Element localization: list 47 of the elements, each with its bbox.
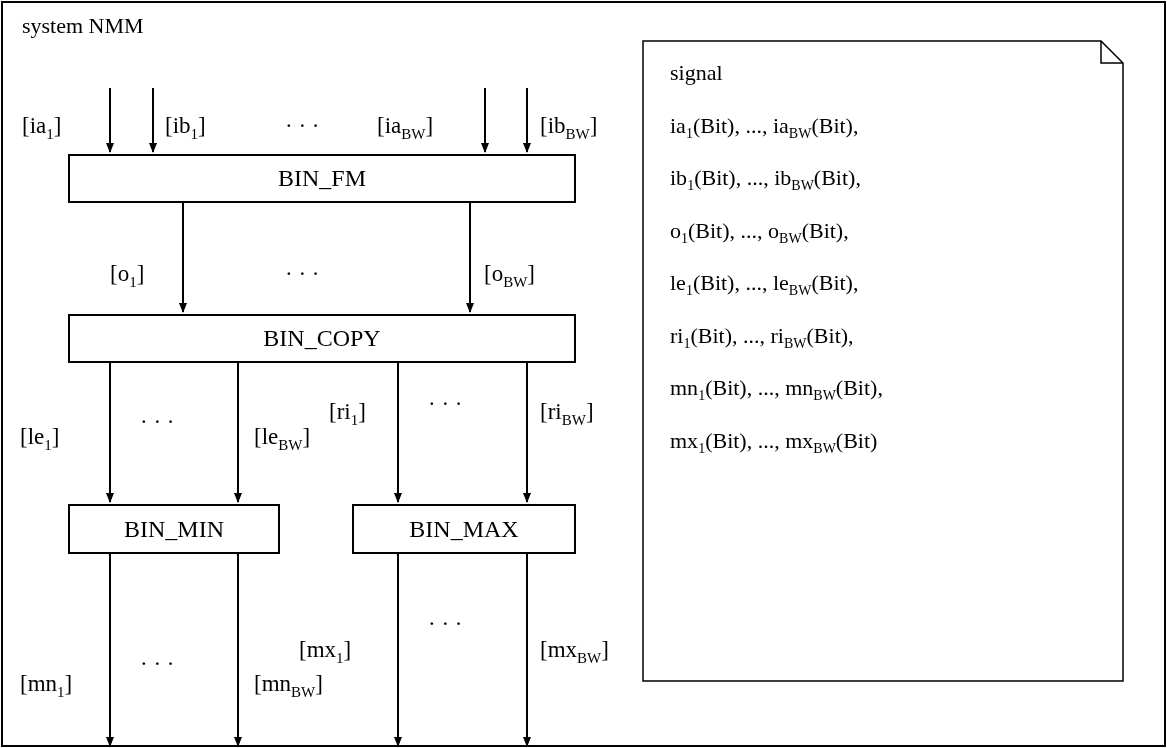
ellipsis: · · ·: [140, 410, 175, 433]
edge-label: [o$_{1}$]: [110, 262, 145, 290]
note-heading: signal: [670, 60, 723, 86]
edge-label: [ib$_{BW}$]: [540, 114, 598, 142]
edge-label: [mn$_{1}$]: [20, 672, 73, 700]
signal-list-line: le$_{1}$(Bit), ..., le$_{BW}$(Bit),: [670, 270, 859, 300]
ellipsis: · · ·: [428, 392, 463, 415]
arrow: [106, 551, 114, 747]
arrow: [106, 360, 114, 503]
process-box: BIN_FM: [68, 154, 576, 203]
edge-label: [le$_{BW}$]: [254, 425, 311, 453]
arrow: [481, 87, 489, 153]
edge-label: [ri$_{1}$]: [329, 400, 366, 428]
arrow: [394, 360, 402, 503]
edge-label: [ri$_{BW}$]: [540, 400, 594, 428]
edge-label: [le$_{1}$]: [20, 425, 60, 453]
arrow: [149, 87, 157, 153]
signal-list-line: o$_{1}$(Bit), ..., o$_{BW}$(Bit),: [670, 217, 849, 247]
signal-list-line: ia$_{1}$(Bit), ..., ia$_{BW}$(Bit),: [670, 112, 859, 142]
arrow: [466, 200, 474, 313]
edge-label: [mx$_{BW}$]: [540, 638, 609, 666]
process-box: BIN_COPY: [68, 314, 576, 363]
ellipsis: · · ·: [285, 114, 320, 137]
ellipsis: · · ·: [428, 612, 463, 635]
arrow: [234, 360, 242, 503]
signal-list-line: ib$_{1}$(Bit), ..., ib$_{BW}$(Bit),: [670, 165, 861, 195]
signal-list-line: mn$_{1}$(Bit), ..., mn$_{BW}$(Bit),: [670, 375, 883, 405]
arrow: [234, 551, 242, 747]
arrow: [523, 87, 531, 153]
signal-list-line: ri$_{1}$(Bit), ..., ri$_{BW}$(Bit),: [670, 322, 854, 352]
ellipsis: · · ·: [140, 652, 175, 675]
arrow: [523, 360, 531, 503]
signal-list-line: mx$_{1}$(Bit), ..., mx$_{BW}$(Bit): [670, 427, 878, 457]
arrow: [394, 551, 402, 747]
arrow: [523, 551, 531, 747]
edge-label: [mn$_{BW}$]: [254, 672, 323, 700]
process-box: BIN_MIN: [68, 504, 280, 554]
edge-label: [ib$_{1}$]: [165, 114, 206, 142]
edge-label: [ia$_{1}$]: [22, 114, 62, 142]
frame-title: system NMM: [22, 15, 144, 37]
edge-label: [mx$_{1}$]: [299, 638, 352, 666]
arrow: [106, 87, 114, 153]
process-box: BIN_MAX: [352, 504, 576, 554]
edge-label: [o$_{BW}$]: [484, 262, 535, 290]
ellipsis: · · ·: [285, 262, 320, 285]
edge-label: [ia$_{BW}$]: [377, 114, 434, 142]
arrow: [179, 200, 187, 313]
